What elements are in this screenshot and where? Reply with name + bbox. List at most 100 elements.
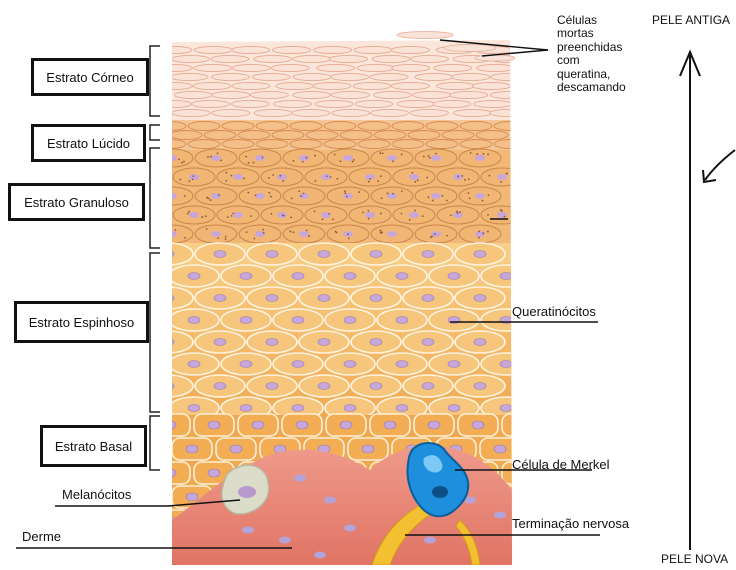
granule xyxy=(218,194,220,196)
granule xyxy=(158,194,160,196)
granule xyxy=(181,162,183,164)
cell-nucleus xyxy=(422,251,434,258)
cell-nucleus xyxy=(422,383,434,390)
granule xyxy=(392,160,394,162)
granule xyxy=(401,154,403,156)
granule xyxy=(432,200,434,202)
cell-nucleus xyxy=(448,273,460,280)
cell-nucleus xyxy=(277,174,287,180)
lucidum-cell xyxy=(222,140,254,149)
granule xyxy=(189,180,191,182)
corneum-cell xyxy=(272,46,310,53)
corneum-cell xyxy=(450,91,488,98)
cell-nucleus xyxy=(409,174,419,180)
corneum-cell xyxy=(372,55,410,62)
granule xyxy=(192,175,194,177)
timeline-arrow xyxy=(680,52,735,550)
corneum-cell xyxy=(154,82,192,89)
cell-nucleus xyxy=(340,421,352,429)
granule xyxy=(308,235,310,237)
cell-nucleus xyxy=(384,421,396,429)
dermis-nucleus xyxy=(424,537,436,544)
dermis-nucleus xyxy=(294,475,306,482)
cell-nucleus xyxy=(214,251,226,258)
granule xyxy=(306,230,308,232)
dermis-nucleus xyxy=(314,552,326,559)
granule xyxy=(183,161,185,163)
cell-nucleus xyxy=(448,361,460,368)
lucidum-cell xyxy=(374,131,406,140)
granule xyxy=(352,161,354,163)
granule xyxy=(336,178,338,180)
lucidum-cells xyxy=(154,122,526,149)
granule xyxy=(302,161,304,163)
corneum-cell xyxy=(293,91,331,98)
granule xyxy=(243,177,245,179)
granule xyxy=(379,152,381,154)
cell-nucleus xyxy=(387,155,397,161)
granule xyxy=(326,175,328,177)
granule xyxy=(379,230,381,232)
timeline-top-label: PELE ANTIGA xyxy=(652,14,730,27)
corneum-cell xyxy=(397,100,435,107)
cell-nucleus xyxy=(448,405,460,412)
granule xyxy=(461,175,463,177)
annotation-dead-cells: Células mortas preenchidas com queratina… xyxy=(557,14,626,95)
corneum-cell xyxy=(194,64,232,71)
corneum-cell xyxy=(474,100,512,107)
granule xyxy=(368,181,370,183)
corneum-cell xyxy=(193,82,231,89)
lucidum-cell xyxy=(324,122,356,131)
label-estrato-espinhoso: Estrato Espinhoso xyxy=(14,301,149,343)
granule xyxy=(482,200,484,202)
cell-nucleus xyxy=(370,339,382,346)
lucidum-cell xyxy=(154,140,186,149)
granule xyxy=(187,213,189,215)
cell-nucleus xyxy=(266,339,278,346)
granule xyxy=(201,216,203,218)
lucidum-cell xyxy=(426,122,458,131)
cell-nucleus xyxy=(422,295,434,302)
granule xyxy=(417,179,419,181)
granule xyxy=(179,179,181,181)
label-estrato-granuloso: Estrato Granuloso xyxy=(8,183,145,221)
corneum-cell xyxy=(355,100,393,107)
cell-nucleus xyxy=(474,383,486,390)
dermis-nucleus xyxy=(494,512,506,519)
granule xyxy=(506,173,508,175)
granule xyxy=(380,232,382,234)
cell-nucleus xyxy=(233,174,243,180)
granule xyxy=(178,159,180,161)
granule xyxy=(380,213,382,215)
granule xyxy=(428,155,430,157)
label-estrato-espinhoso-text: Estrato Espinhoso xyxy=(29,315,135,330)
granule xyxy=(489,175,491,177)
granule xyxy=(468,192,470,194)
cell-nucleus xyxy=(240,317,252,324)
cell-nucleus xyxy=(214,339,226,346)
corneum-cell xyxy=(371,109,409,116)
lucidum-cell xyxy=(222,122,254,131)
granule xyxy=(184,195,186,197)
granule xyxy=(289,231,291,233)
corneum-cell xyxy=(472,82,510,89)
cell-nucleus xyxy=(188,405,200,412)
cell-nucleus xyxy=(188,361,200,368)
granule xyxy=(332,218,334,220)
corneum-cell xyxy=(172,109,210,116)
granule xyxy=(328,213,330,215)
granule xyxy=(487,153,489,155)
tissue-block xyxy=(143,40,542,565)
cell-nucleus xyxy=(240,405,252,412)
lucidum-cell xyxy=(358,122,390,131)
annotation-nerve-ending: Terminação nervosa xyxy=(512,517,629,532)
granule xyxy=(253,162,255,164)
granule xyxy=(476,153,478,155)
lucidum-cell xyxy=(476,131,508,140)
granule xyxy=(380,175,382,177)
cell-nucleus xyxy=(365,212,375,218)
granule xyxy=(346,196,348,198)
granule xyxy=(459,211,461,213)
cell-nucleus xyxy=(266,295,278,302)
cell-nucleus xyxy=(343,155,353,161)
